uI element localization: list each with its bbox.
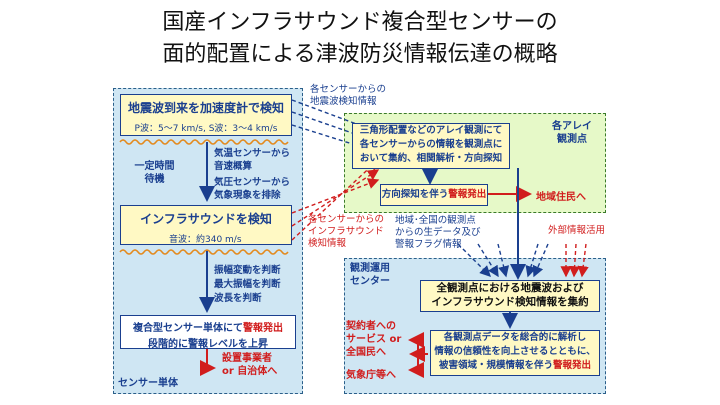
regional-data-note: 地域･全国の観測点 からの生データ及び 警報フラグ情報 [395,215,481,250]
service-output-target: 契約者への サービス or 全国民へ [346,321,402,358]
array-alert-box: 方向探知を伴う警報発出 [380,184,488,206]
seismic-info-note: 各センサーからの 地震波検知情報 [310,84,387,107]
infrasound-detect-title: インフラサウンドを検知 [140,212,272,226]
sensor-alert-box: 複合型センサー単体にて警報発出 段階的に警報レベルを上昇 [120,315,296,350]
infrasound-detect-speed: 音波：約340 m/s [169,235,242,245]
seismic-detect-speed: P波：5〜7 km/s, S波：3〜4 km/s [134,124,278,134]
infrasound-detect-box: インフラサウンドを検知 音波：約340 m/s [120,205,292,245]
wait-label: 一定時間 待機 [134,161,175,185]
array-analysis-box: 三角形配置などのアレイ観測にて 各センサーからの情報を観測点に おいて集約、相関… [352,123,510,169]
array-station-label: 各アレイ 観測点 [552,121,592,145]
external-info-note: 外部情報活用 [548,225,606,236]
aggregation-box: 全観測点における地震波および インフラサウンド検知情報を集約 [420,280,600,312]
sensor-output-target: 設置事業者 or 自治体へ [222,353,278,377]
jma-output-target: 気象庁等へ [346,370,396,381]
seismic-detect-box: 地震波到来を加速度計で検知 P波：5〜7 km/s, S波：3〜4 km/s [120,94,292,136]
operation-center-label: 観測運用 センター [350,263,390,287]
sensor-steps-a: 気温センサーから 音速概算 気圧センサーから 気象現象を排除 [214,148,291,201]
title-line-2: 面的配置による津波防災情報伝達の概略 [162,42,558,67]
to-residents-label: 地域住民へ [536,192,586,203]
seismic-detect-title: 地震波到来を加速度計で検知 [127,101,284,115]
title-line-1: 国産インフラサウンド複合型センサーの [162,10,558,35]
infrasound-info-note: 各センサーからの インフラサウンド 検知情報 [308,214,385,249]
integrated-analysis-box: 各観測点データを総合的に解析し 情報の信頼性を向上させるとともに、 被害領域・規… [430,330,600,376]
sensor-unit-label: センサー単体 [118,378,178,389]
sensor-steps-b: 振幅変動を判断 最大振幅を判断 波長を判断 [214,265,281,304]
